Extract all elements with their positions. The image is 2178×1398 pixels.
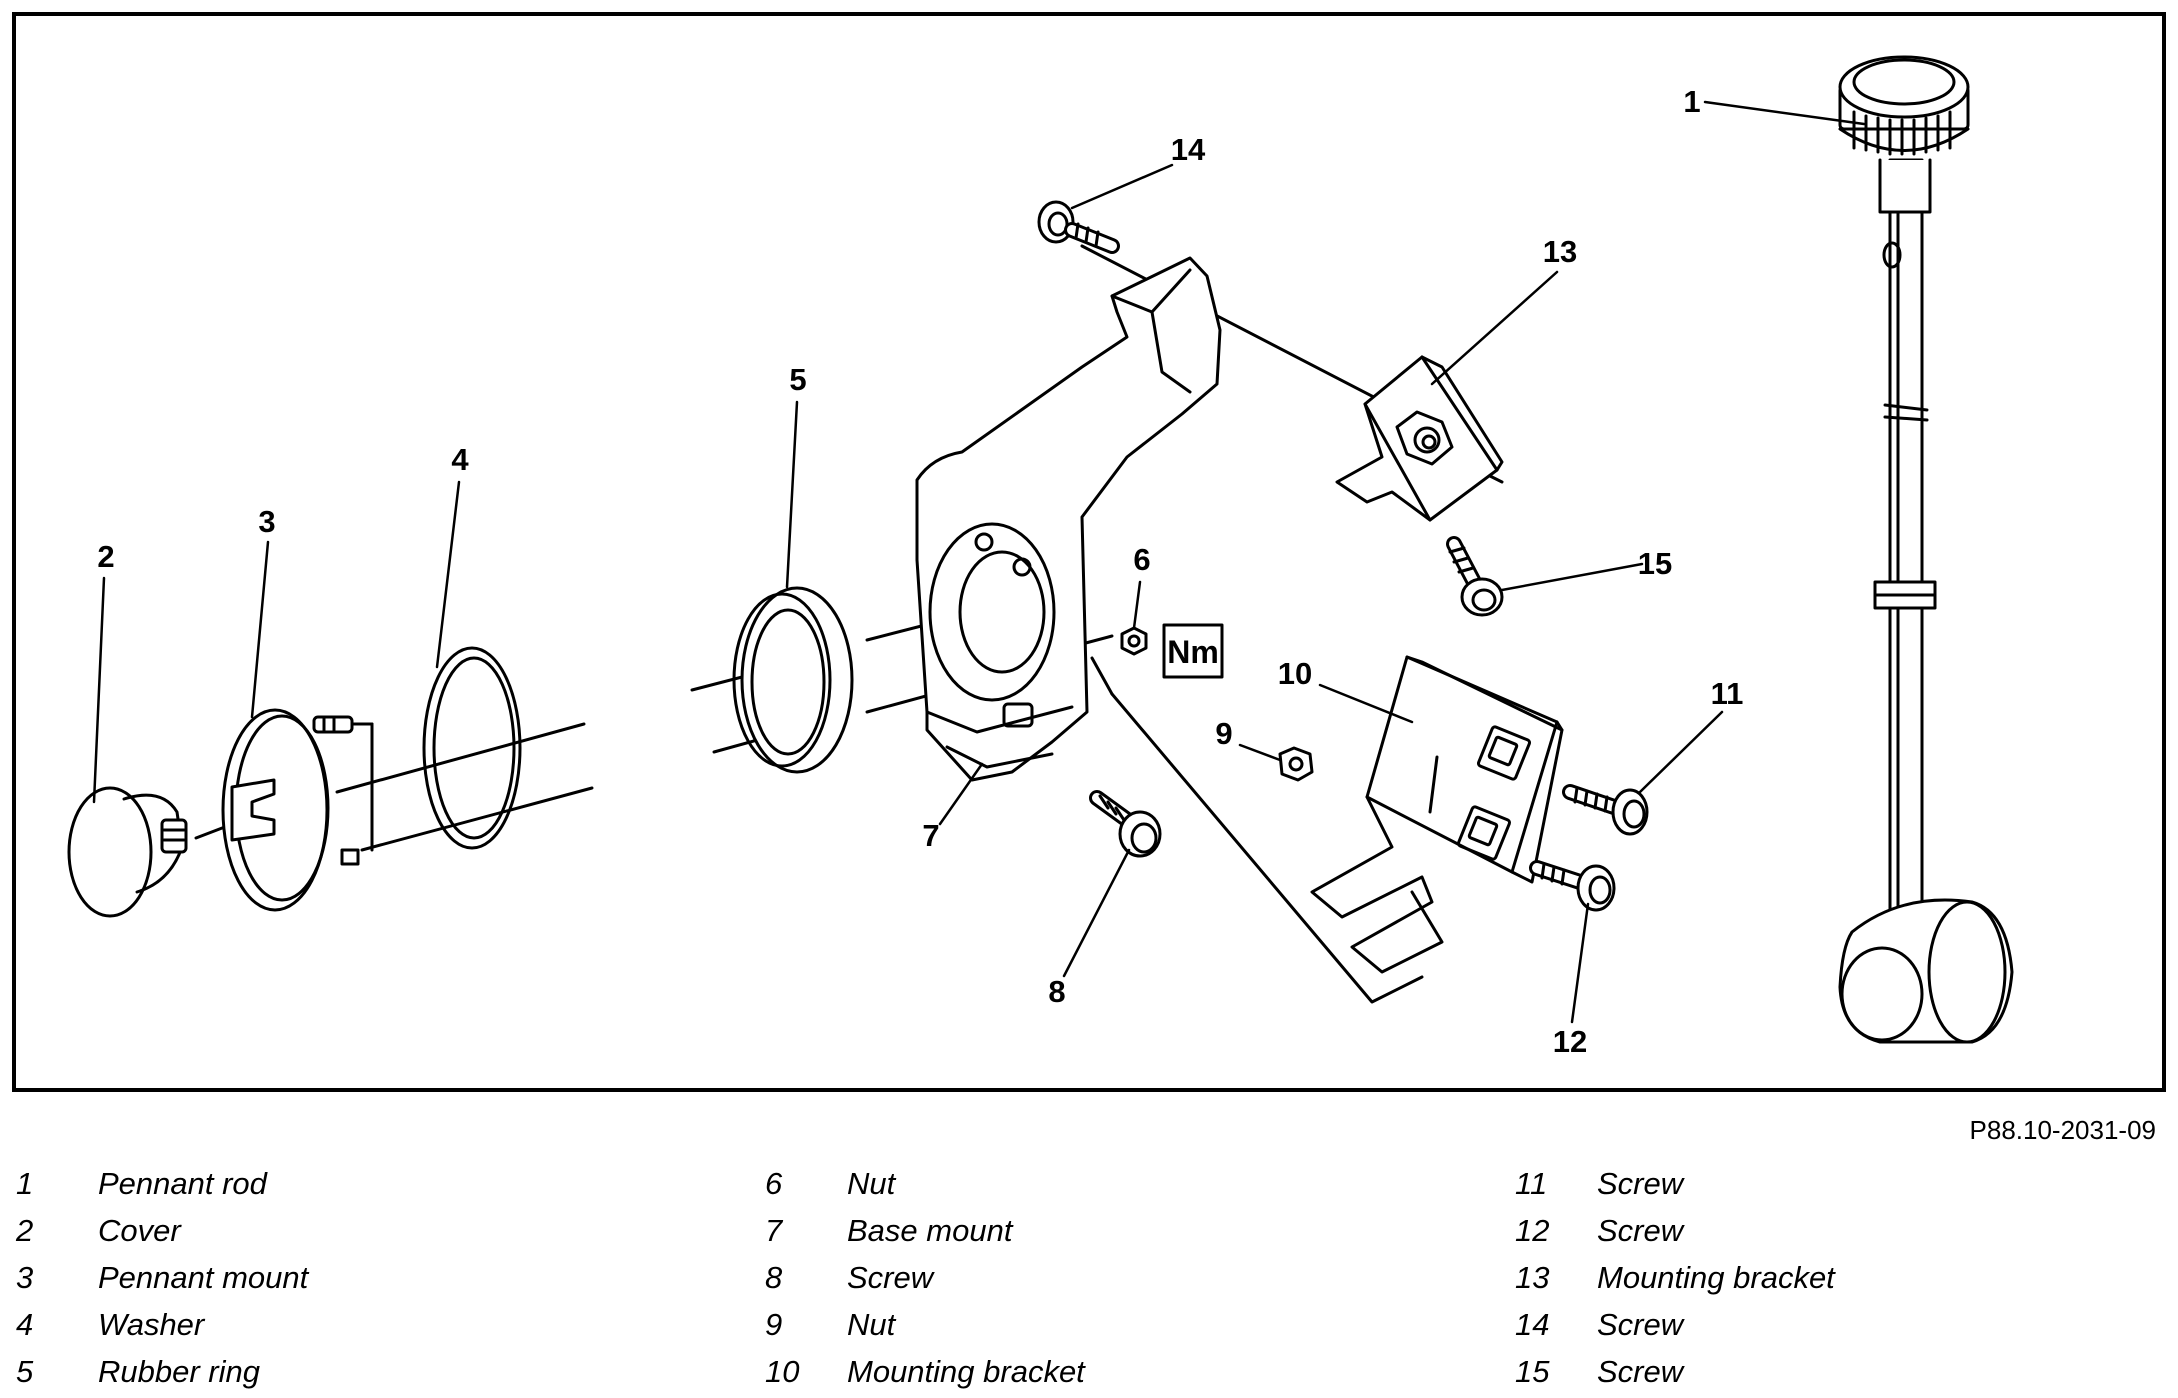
nut-9-part (1278, 746, 1314, 782)
legend-number: 2 (16, 1213, 34, 1248)
callout-10: 10 (1278, 656, 1312, 691)
legend-number: 10 (765, 1354, 800, 1389)
legend-item: 2 Cover (16, 1207, 716, 1254)
legend-item: 13 Mounting bracket (1515, 1254, 2178, 1301)
screw-15-part (1446, 536, 1504, 617)
callout-11: 11 (1711, 676, 1744, 711)
legend-item: 7 Base mount (765, 1207, 1465, 1254)
legend-number: 12 (1515, 1213, 1550, 1248)
legend-label: Screw (1597, 1166, 1684, 1201)
callout-3: 3 (258, 504, 275, 539)
legend-column-1: 1 Pennant rod 2 Cover 3 Pennant mount 4 Wash… (16, 1160, 716, 1395)
nm-label: Nm (1167, 634, 1219, 670)
legend-label: Mounting bracket (1597, 1260, 1835, 1295)
legend-item: 5 Rubber ring (16, 1348, 716, 1395)
callout-7: 7 (922, 818, 939, 853)
callout-14: 14 (1171, 132, 1206, 167)
legend-label: Screw (1597, 1354, 1684, 1389)
rubber-ring-part (732, 586, 854, 774)
legend-label: Base mount (847, 1213, 1013, 1248)
legend-number: 3 (16, 1260, 34, 1295)
legend-label: Screw (1597, 1213, 1684, 1248)
legend-item: 1 Pennant rod (16, 1160, 716, 1207)
figure-reference: P88.10-2031-09 (1969, 1115, 2156, 1145)
screw-8-part (1089, 790, 1162, 858)
callout-5: 5 (789, 362, 806, 397)
nut-6-part (1120, 626, 1148, 656)
legend-item: 6 Nut (765, 1160, 1465, 1207)
legend-label: Mounting bracket (847, 1354, 1085, 1389)
legend-item: 11 Screw (1515, 1160, 2178, 1207)
legend-item: 3 Pennant mount (16, 1254, 716, 1301)
legend-label: Rubber ring (98, 1354, 260, 1389)
legend-number: 9 (765, 1307, 783, 1342)
legend-number: 8 (765, 1260, 783, 1295)
screw-11-part (1562, 784, 1649, 836)
legend-label: Pennant rod (98, 1166, 267, 1201)
pennant-mount-part (221, 708, 374, 912)
legend-label: Screw (847, 1260, 934, 1295)
legend-label: Nut (847, 1307, 896, 1342)
callout-1: 1 (1683, 84, 1700, 119)
legend-number: 1 (16, 1166, 34, 1201)
mounting-bracket-10-part (1090, 655, 1564, 1004)
screw-14-part (1037, 200, 1120, 254)
callout-13: 13 (1543, 234, 1577, 269)
legend-item: 14 Screw (1515, 1301, 2178, 1348)
leader-lines (92, 100, 1866, 1024)
torque-symbol: Nm (1162, 623, 1224, 679)
base-mount-part (915, 256, 1222, 782)
legend-number: 5 (16, 1354, 34, 1389)
legend-number: 4 (16, 1307, 34, 1342)
callout-4: 4 (451, 442, 469, 477)
legend-item: 10 Mounting bracket (765, 1348, 1465, 1395)
callout-15: 15 (1638, 546, 1672, 581)
screw-12-part (1529, 860, 1616, 912)
exploded-diagram: Nm (67, 55, 2014, 1059)
legend-item: 12 Screw (1515, 1207, 2178, 1254)
legend-item: 8 Screw (765, 1254, 1465, 1301)
legend-item: 4 Washer (16, 1301, 716, 1348)
legend-number: 14 (1515, 1307, 1550, 1342)
pennant-rod-part (1838, 55, 2014, 1044)
legend-label: Washer (98, 1307, 205, 1342)
legend-label: Cover (98, 1213, 181, 1248)
callout-labels: 1 2 3 4 5 6 7 8 9 10 11 12 13 14 15 (97, 84, 1743, 1059)
washer-part (422, 646, 522, 850)
mounting-bracket-13-part (1335, 355, 1504, 522)
legend-number: 11 (1515, 1166, 1548, 1201)
callout-6: 6 (1133, 542, 1150, 577)
legend-number: 7 (765, 1213, 783, 1248)
legend-item: 15 Screw (1515, 1348, 2178, 1395)
cover-part (67, 786, 188, 918)
diagram-frame (12, 12, 2166, 1092)
legend-number: 15 (1515, 1354, 1550, 1389)
legend-item: 9 Nut (765, 1301, 1465, 1348)
callout-8: 8 (1048, 974, 1065, 1009)
legend-label: Pennant mount (98, 1260, 309, 1295)
legend-label: Nut (847, 1166, 896, 1201)
callout-2: 2 (97, 539, 114, 574)
callout-12: 12 (1553, 1024, 1587, 1059)
legend-number: 13 (1515, 1260, 1550, 1295)
legend-label: Screw (1597, 1307, 1684, 1342)
callout-9: 9 (1215, 716, 1232, 751)
legend-number: 6 (765, 1166, 783, 1201)
